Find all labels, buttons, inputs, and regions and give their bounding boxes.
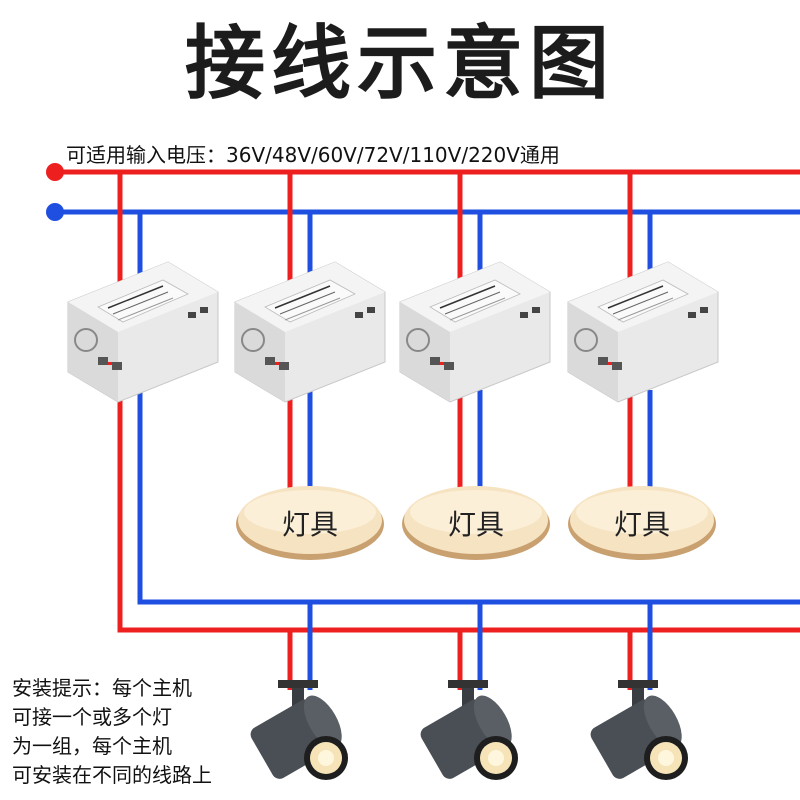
switch-module-2 bbox=[234, 261, 386, 403]
install-tip-line-4: 可安装在不同的线路上 bbox=[12, 763, 212, 787]
spotlight-3 bbox=[587, 680, 690, 782]
switch-module-1 bbox=[67, 261, 219, 403]
lamp-label-2: 灯具 bbox=[447, 508, 504, 541]
spotlight-2 bbox=[417, 680, 520, 782]
page-title: 接线示意图 bbox=[185, 17, 615, 110]
spotlight-1 bbox=[247, 680, 350, 782]
voltage-note: 可适用输入电压：36V/48V/60V/72V/110V/220V通用 bbox=[66, 143, 560, 167]
live-terminal bbox=[46, 163, 64, 181]
lamp-label-3: 灯具 bbox=[613, 508, 670, 541]
install-tip-line-3: 为一组，每个主机 bbox=[12, 734, 172, 758]
lamp-label-1: 灯具 bbox=[281, 508, 338, 541]
switch-module-3 bbox=[399, 261, 551, 403]
install-tip-line-2: 可接一个或多个灯 bbox=[12, 705, 172, 729]
neutral-terminal bbox=[46, 203, 64, 221]
switch-module-4 bbox=[567, 261, 719, 403]
install-tip-line-1: 安装提示：每个主机 bbox=[12, 676, 192, 700]
